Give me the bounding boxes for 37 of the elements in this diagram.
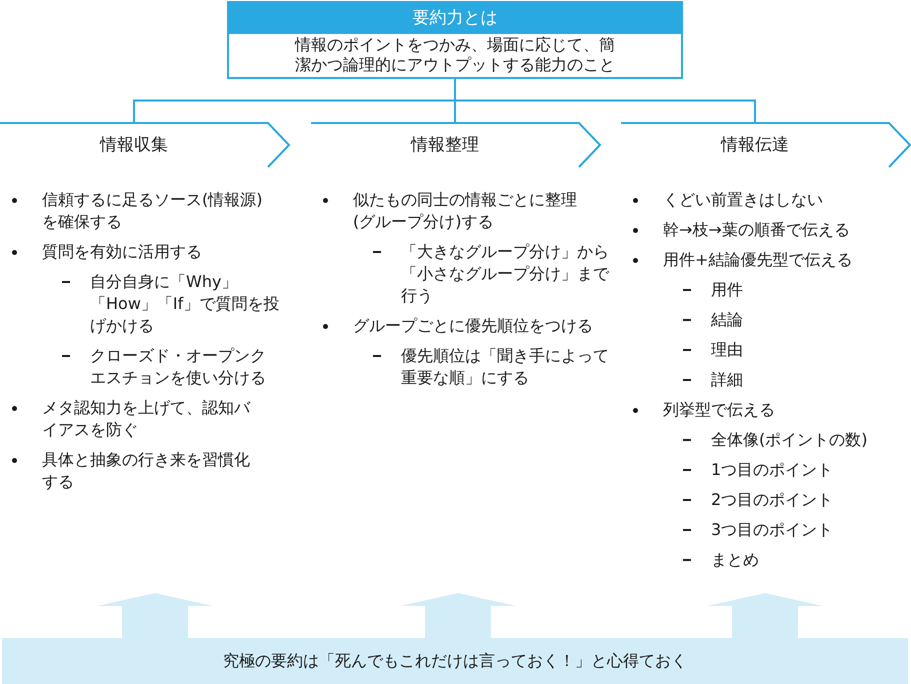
list-item-text: 列挙型で伝える — [663, 399, 776, 421]
sub-item-text: 用件 — [711, 279, 744, 301]
list-item-text: 幹→枝→葉の順番で伝える — [663, 219, 851, 241]
connector-line — [454, 79, 756, 122]
list-item-text: 具体と抽象の行き来を習慣化する — [42, 449, 251, 493]
list-item-text: グループごとに優先順位をつける — [353, 315, 594, 337]
list-item-text: メタ認知力を上げて、認知バイアスを防ぐ — [42, 397, 252, 441]
sub-item-text: 1つ目のポイント — [711, 459, 834, 481]
sub-item-text: まとめ — [711, 549, 760, 571]
chevron-shape — [621, 122, 911, 168]
definition-text: 情報のポイントをつかみ、場面に応じて、簡潔かつ論理的にアウトプットする能力のこと — [294, 34, 616, 75]
definition-heading: 要約力とは — [229, 3, 681, 34]
list-item-text: 似たもの同士の情報ごとに整理(グループ分け)する — [353, 189, 578, 233]
stage-title: 情報伝達 — [720, 134, 790, 157]
list-item-text: くどい前置きはしない — [663, 189, 824, 211]
stage-title: 情報整理 — [410, 134, 480, 157]
block-arrow — [97, 593, 213, 638]
list-item-text: 用件+結論優先型で伝える — [663, 249, 854, 271]
sub-item-text: 理由 — [711, 339, 744, 361]
sub-item-text: クローズド・オープンクエスチョンを使い分ける — [90, 345, 267, 389]
sub-item-text: 優先順位は「聞き手によって重要な順」にする — [401, 345, 610, 389]
sub-item-text: 全体像(ポイントの数) — [711, 429, 868, 451]
sub-item-text: 2つ目のポイント — [711, 489, 834, 511]
sub-item-text: 3つ目のポイント — [711, 519, 834, 541]
definition-box — [227, 1, 683, 79]
sub-item-text: 「大きなグループ分け」から「小さなグループ分け」まで行う — [401, 241, 610, 307]
sub-item-text: 結論 — [711, 309, 744, 331]
list-item-text: 質問を有効に活用する — [42, 241, 203, 263]
summary-band: 究極の要約は「死んでもこれだけは言っておく！」と心得ておく — [2, 638, 908, 684]
sub-item-text: 詳細 — [711, 369, 744, 391]
chevron-shape — [0, 122, 290, 168]
chevron-shape — [311, 122, 601, 168]
block-arrow — [707, 593, 823, 638]
sub-item-text: 自分自身に「Why」「How」「If」で質問を投げかける — [90, 271, 280, 337]
stage-title: 情報収集 — [98, 134, 169, 157]
list-item-text: 信頼するに足るソース(情報源)を確保する — [42, 189, 264, 233]
block-arrow — [400, 593, 516, 638]
